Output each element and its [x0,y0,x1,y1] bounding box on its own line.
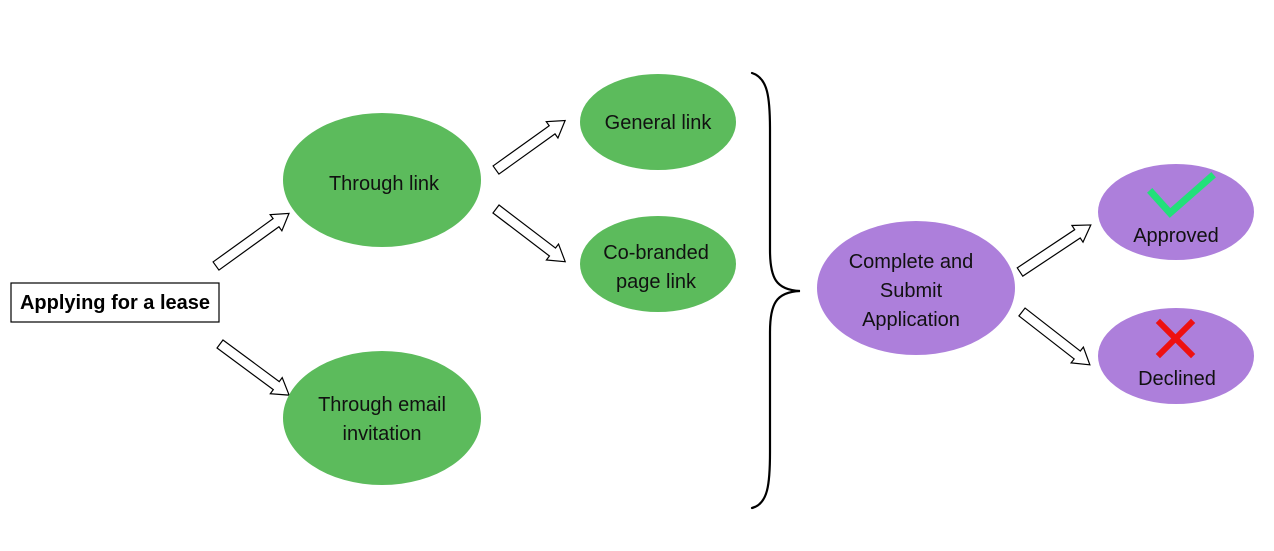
start-box-label: Applying for a lease [20,292,210,314]
node-general-link: General link [580,74,736,170]
node-cobranded-label-line2: page link [616,271,697,293]
arrow-submit-to-declined [1018,307,1091,366]
curly-brace [750,71,801,510]
node-approved-label: Approved [1133,225,1219,247]
node-through-link: Through link [283,113,481,247]
cross-icon [1155,318,1196,359]
arrow-start-to-through-link [212,212,290,271]
arrow-through-link-to-general-link [492,119,567,175]
arrow-through-link-to-cobranded-link [492,204,567,263]
node-submit-label-line1: Complete and [849,251,974,273]
arrow-start-to-through-email [216,339,291,396]
node-through-email-label-line2: invitation [343,423,422,445]
node-through-link-label: Through link [329,173,440,195]
start-box: Applying for a lease [10,282,220,323]
checkmark-icon [1147,172,1216,218]
node-approved: Approved [1098,164,1254,260]
arrow-submit-to-approved [1016,224,1092,277]
node-submit-label-line2: Submit [880,280,943,302]
node-declined-label: Declined [1138,368,1216,390]
node-complete-submit-application: Complete and Submit Application [817,221,1015,355]
node-through-email-invitation: Through email invitation [283,351,481,485]
node-cobranded-page-link: Co-branded page link [580,216,736,312]
node-declined: Declined [1098,308,1254,404]
node-general-link-label: General link [605,112,713,134]
node-submit-label-line3: Application [862,309,960,331]
node-through-email-label-line1: Through email [318,394,446,416]
node-cobranded-label-line1: Co-branded [603,242,709,264]
